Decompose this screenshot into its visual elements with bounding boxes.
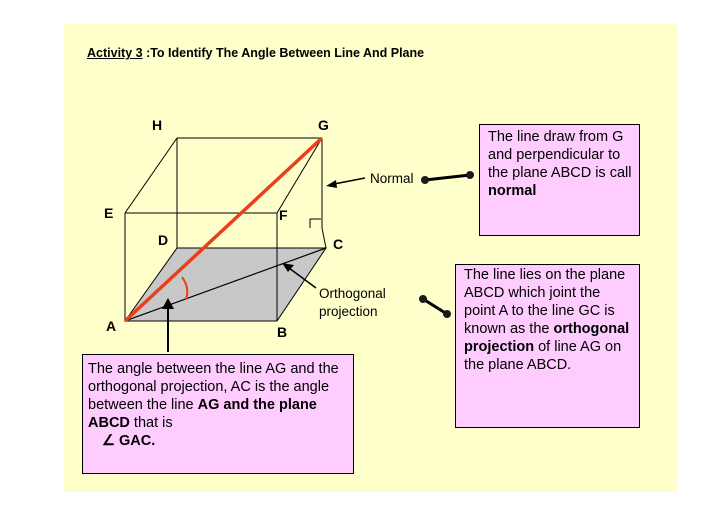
right-angle-marker	[309, 218, 321, 228]
vertex-b-label: B	[277, 324, 288, 340]
projection-line-ac	[124, 247, 327, 322]
projection-text-bold: orthogonal projection	[464, 321, 630, 355]
angle-definition-box: The angle between the line AG and the or…	[82, 354, 354, 474]
orthogonal-label-line2: projection	[319, 304, 378, 319]
normal-label: Normal	[370, 171, 414, 186]
vertex-f-label: F	[279, 207, 288, 223]
vertex-a-label: A	[106, 318, 117, 334]
projection-text-2: of line AG on the plane ABCD.	[464, 339, 622, 373]
projection-text-1: The line lies on the plane ABCD which jo…	[464, 267, 626, 337]
normal-definition-text: The line draw from G and perpendicular t…	[488, 129, 632, 181]
vertex-d-label: D	[158, 232, 169, 248]
projection-arrow	[282, 263, 317, 289]
vertex-e-label: E	[104, 205, 114, 221]
cuboid-edges	[124, 137, 327, 321]
normal-definition-box: The line draw from G and perpendicular t…	[479, 124, 640, 236]
normal-arrow	[326, 177, 366, 188]
activity-title: Activity 3 :To Identify The Angle Betwee…	[87, 46, 424, 60]
vertex-h-label: H	[152, 117, 163, 133]
line-ag	[123, 136, 324, 323]
activity-title-text: :To Identify The Angle Between Line And …	[142, 46, 425, 60]
angle-arrow	[162, 298, 174, 352]
normal-definition-bold: normal	[488, 183, 537, 199]
normal-connector	[421, 171, 474, 184]
angle-text-1: The angle between the line AG and the or…	[88, 361, 339, 413]
angle-symbol-text: ∠ GAC.	[102, 433, 156, 449]
activity-number: Activity 3	[87, 46, 143, 60]
projection-connector	[419, 295, 451, 318]
vertex-c-label: C	[333, 236, 344, 252]
orthogonal-label-line1: Orthogonal	[319, 286, 386, 301]
vertex-g-label: G	[318, 117, 329, 133]
angle-text-2: that is	[129, 415, 173, 431]
angle-arc	[181, 276, 189, 300]
angle-text-bold: AG and the plane ABCD	[88, 397, 317, 431]
projection-definition-box: The line lies on the plane ABCD which jo…	[455, 264, 640, 428]
